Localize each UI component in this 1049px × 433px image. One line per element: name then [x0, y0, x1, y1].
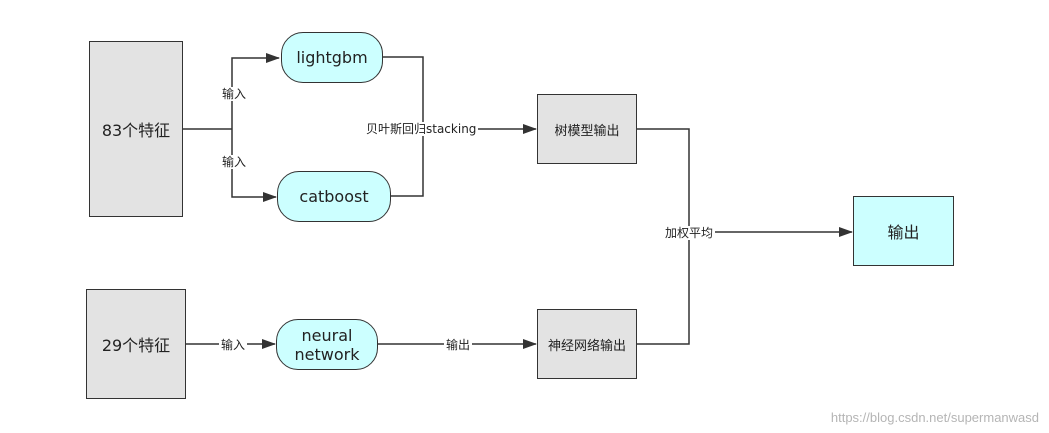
- edge-features83-lightgbm: [231, 53, 280, 129]
- final-output-node: 输出: [853, 196, 954, 266]
- neural-network-label: neural network: [294, 325, 360, 364]
- features-83-label: 83个特征: [101, 121, 171, 140]
- watermark-text: https://blog.csdn.net/supermanwasd: [830, 410, 1039, 425]
- nn-output-node: 神经网络输出: [537, 309, 637, 379]
- lightgbm-node: lightgbm: [281, 32, 383, 83]
- tree-output-node: 树模型输出: [537, 94, 637, 164]
- features-29-node: 29个特征: [86, 289, 186, 399]
- edge-features83-catboost: [231, 129, 277, 202]
- lightgbm-label: lightgbm: [296, 48, 368, 67]
- edge-label-nn-out: 输出: [444, 338, 473, 352]
- tree-output-label: 树模型输出: [554, 123, 620, 139]
- edge-label-input-lightgbm: 输入: [220, 87, 249, 101]
- features-83-node: 83个特征: [89, 41, 183, 217]
- edge-label-weighted-avg: 加权平均: [663, 226, 716, 240]
- final-output-label: 输出: [887, 223, 920, 242]
- catboost-node: catboost: [277, 171, 391, 222]
- features-29-label: 29个特征: [101, 336, 171, 355]
- catboost-label: catboost: [299, 187, 369, 206]
- edge-label-stacking: 贝叶斯回归stacking: [364, 122, 479, 136]
- neural-network-node: neural network: [276, 319, 378, 370]
- nn-output-label: 神经网络输出: [547, 338, 626, 354]
- edge-label-input-catboost: 输入: [220, 155, 249, 169]
- edge-label-input-nn: 输入: [219, 338, 248, 352]
